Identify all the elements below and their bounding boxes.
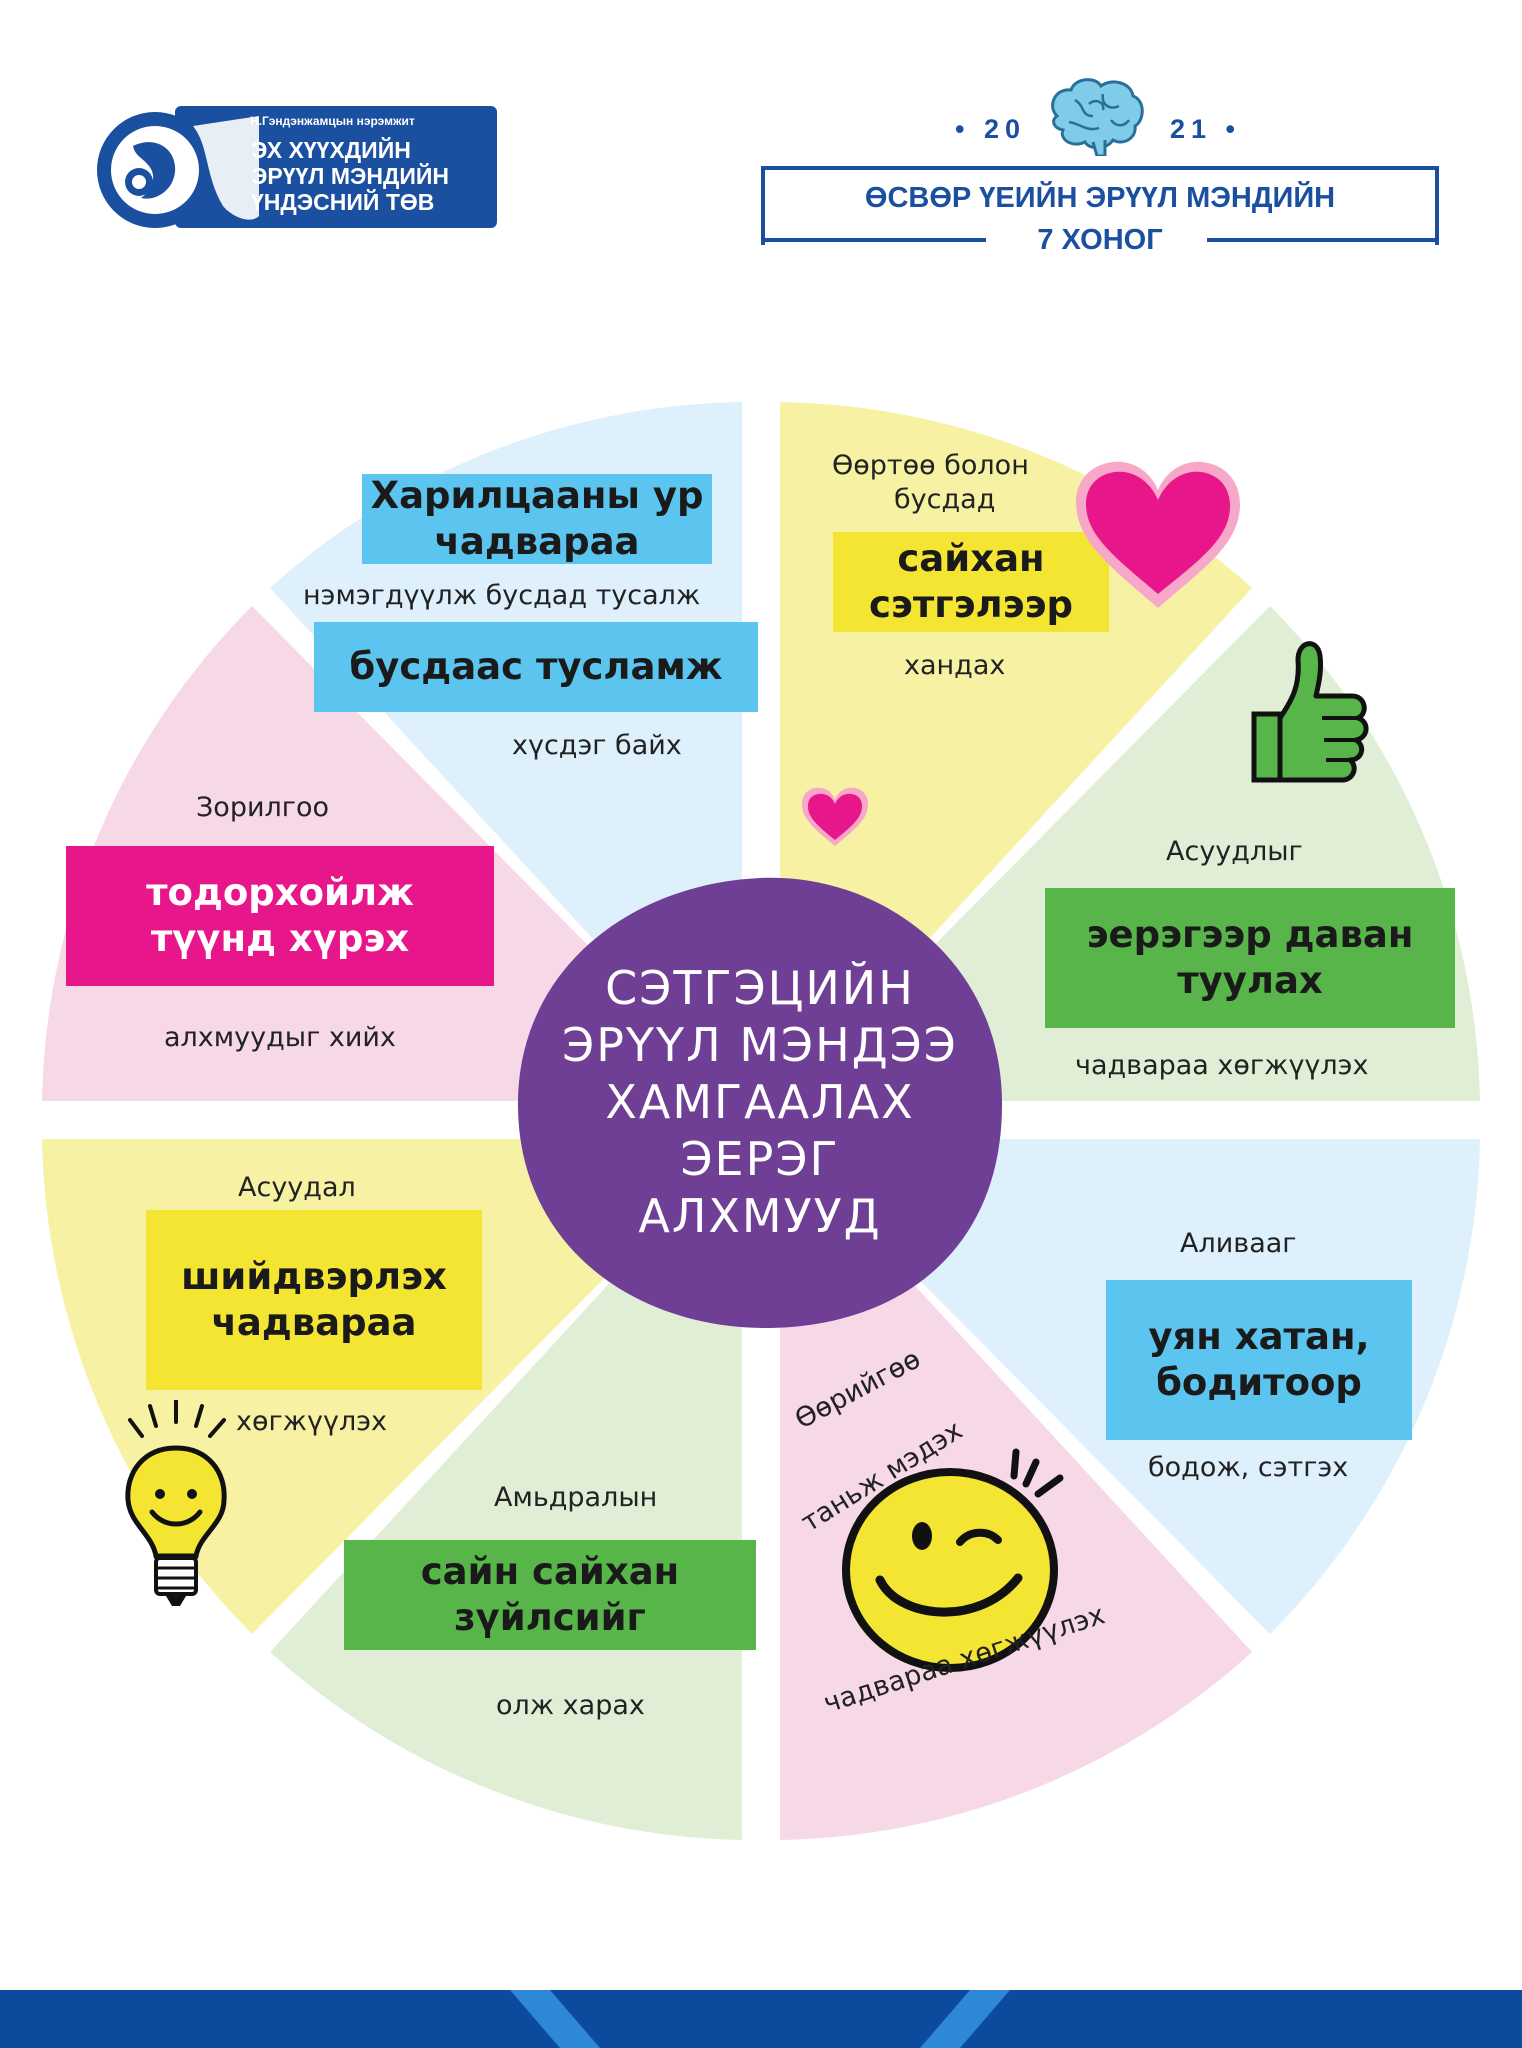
organization-logo: Н.Гэндэнжамцын нэрэмжит ЭХ ХҮҮХДИЙН ЭРҮҮ…	[83, 106, 497, 228]
center-line-5: АЛХМУУД	[638, 1189, 882, 1243]
year-right: 21 •	[1170, 114, 1241, 144]
decision-box-line-2: чадвараа	[211, 1301, 417, 1344]
center-line-4: ЭЕРЭГ	[680, 1132, 840, 1186]
center-line-2: ЭРҮҮЛ МЭНДЭЭ	[562, 1018, 958, 1072]
header-title-line-2: 7 ХОНОГ	[1037, 224, 1163, 256]
life-box-line-2: зүйлсийг	[454, 1596, 646, 1639]
decision-box: шийдвэрлэх чадвараа	[146, 1210, 482, 1390]
problems-box: эерэгээр даван туулах	[1045, 888, 1455, 1028]
logo-line-3: ҮНДЭСНИЙ ТӨВ	[251, 189, 435, 215]
wedge-life	[270, 1139, 742, 1840]
logo-line-1: ЭХ ХҮҮХДИЙН	[251, 137, 411, 163]
lightbulb-icon	[125, 1400, 227, 1606]
frame-bottom-right	[1207, 238, 1438, 242]
thumbs-up-icon	[1251, 641, 1369, 783]
kindness-box-line-1: сайхан	[897, 537, 1045, 580]
center-title: СЭТГЭЦИЙН ЭРҮҮЛ МЭНДЭЭ ХАМГААЛАХ ЭЕРЭГ А…	[520, 960, 1000, 1245]
life-box: сайн сайхан зүйлсийг	[344, 1540, 756, 1650]
communication-box-1-line-1: Харилцааны ур	[370, 474, 704, 517]
center-line-3: ХАМГААЛАХ	[605, 1075, 915, 1129]
flexible-box-line-2: бодитоор	[1156, 1361, 1362, 1404]
decision-after-text: хөгжүүлэх	[236, 1406, 388, 1437]
heart-icon	[1076, 461, 1240, 608]
brain-icon	[1051, 78, 1144, 156]
kindness-before-line-1: Өөртөө болон	[832, 450, 1029, 481]
kindness-box-line-2: сэтгэлээр	[868, 583, 1074, 626]
communication-box-2-line-1: бусдаас тусламж	[349, 645, 723, 688]
center-circle	[517, 877, 1003, 1329]
flexible-box: уян хатан, бодитоор	[1106, 1280, 1412, 1440]
winking-smiley-icon	[842, 1448, 1064, 1672]
kindness-box: сайхан сэтгэлээр	[833, 532, 1109, 632]
logo-subtitle: Н.Гэндэнжамцын нэрэмжит	[250, 114, 415, 128]
problems-before-text: Асуудлыг	[1166, 836, 1303, 867]
kindness-before-line-2: бусдад	[894, 484, 996, 515]
small-heart-icon	[802, 787, 868, 846]
logo-emblem-icon	[97, 106, 497, 228]
header-title-line-1: ӨСВӨР ҮЕИЙН ЭРҮҮЛ МЭНДИЙН	[864, 182, 1336, 214]
life-box-line-1: сайн сайхан	[420, 1550, 680, 1593]
header-title-frame	[761, 166, 1439, 245]
frame-bottom-left	[761, 238, 986, 242]
kindness-after-text: хандах	[904, 650, 1006, 681]
life-before-text: Амьдралын	[494, 1482, 658, 1513]
footer-bar	[0, 1990, 1522, 2048]
goal-after-text: алхмуудыг хийх	[164, 1022, 396, 1053]
problems-box-line-1: эерэгээр даван	[1086, 913, 1414, 956]
communication-box-2: бусдаас тусламж	[314, 622, 758, 712]
communication-after-text: хүсдэг байх	[512, 730, 682, 761]
goal-box: тодорхойлж түүнд хүрэх	[66, 846, 494, 986]
goal-before-text: Зорилгоо	[196, 792, 329, 823]
communication-box-1-line-2: чадвараа	[434, 520, 640, 563]
year-left: • 20	[955, 114, 1026, 144]
goal-box-line-2: түүнд хүрэх	[150, 917, 410, 960]
flexible-after-text: бодож, сэтгэх	[1148, 1452, 1349, 1483]
flexible-before-text: Аливааг	[1180, 1228, 1297, 1259]
goal-box-line-1: тодорхойлж	[146, 871, 414, 914]
logo-line-2: ЭРҮҮЛ МЭНДИЙН	[251, 163, 450, 189]
life-after-text: олж харах	[496, 1690, 645, 1721]
problems-box-line-2: туулах	[1177, 959, 1323, 1002]
communication-mid-text: нэмэгдүүлж бусдад тусалж	[303, 580, 701, 611]
footer-chevrons	[510, 1990, 1010, 2048]
center-line-1: СЭТГЭЦИЙН	[605, 961, 915, 1015]
flexible-box-line-1: уян хатан,	[1148, 1315, 1370, 1358]
decision-before-text: Асуудал	[238, 1172, 356, 1203]
communication-box-1: Харилцааны ур чадвараа	[362, 474, 712, 564]
problems-after-text: чадвараа хөгжүүлэх	[1075, 1050, 1369, 1081]
decision-box-line-1: шийдвэрлэх	[181, 1255, 447, 1298]
